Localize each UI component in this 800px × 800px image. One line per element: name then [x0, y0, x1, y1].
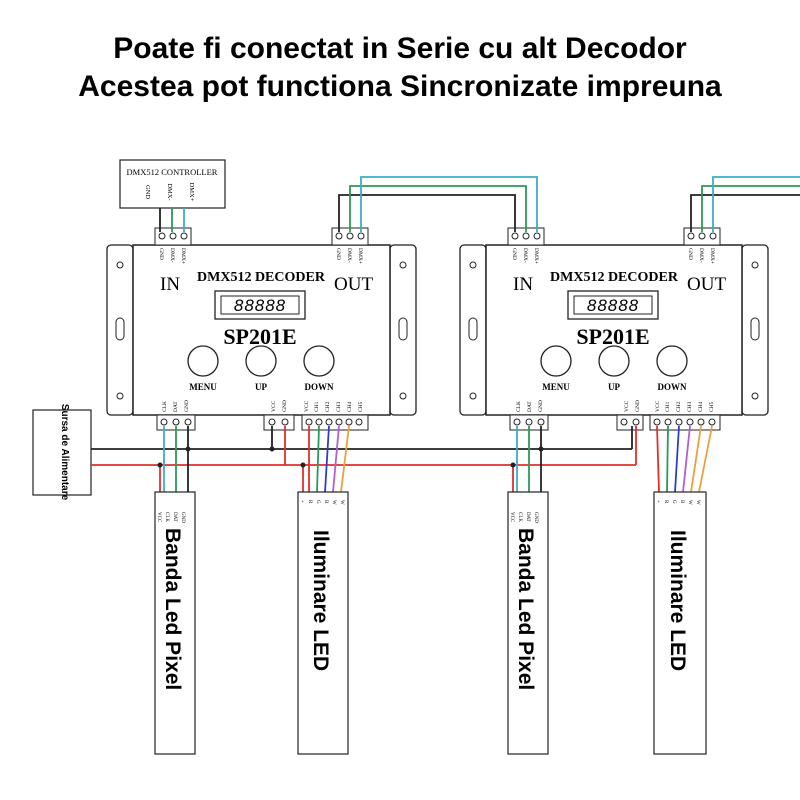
decoder-2-pin-vcc-2: VCC	[655, 400, 661, 412]
decoder-1-in-label: IN	[160, 274, 180, 295]
strip-2-pin-w2: W	[339, 500, 344, 505]
strip-3-pin-vcc: VCC	[509, 512, 514, 523]
strip-4-pin-w1: W	[687, 500, 692, 505]
dmx-controller: DMX512 CONTROLLER GND DMX- DMX+	[119, 159, 226, 209]
decoder-1-pin-dat: DAT	[173, 401, 179, 412]
strip-2-pin-w1: W	[331, 500, 336, 505]
power-supply: Sursa de Alimentare	[32, 404, 92, 501]
strip-4: + R G B W W Iluminare LED	[653, 491, 707, 755]
strip-1-pin-vcc: VCC	[156, 512, 161, 523]
decoder-2-out-pin-dmx-plus: DMX+	[709, 248, 715, 264]
controller-pin-dmx-minus: DMX-	[166, 183, 173, 200]
decoder-2-in-pin-dmx-plus: DMX+	[533, 248, 539, 264]
decoder-2-pin-ch5: CH5	[709, 401, 715, 412]
strip-3-label: Banda Led Pixel	[514, 528, 537, 690]
decoder-1-down-button	[303, 345, 335, 377]
decoder-2-pin-ch1: CH1	[665, 401, 671, 412]
decoder-2-out-label: OUT	[687, 274, 726, 295]
strip-4-pin-r: R	[663, 500, 668, 504]
decoder-1-pin-ch5: CH5	[358, 401, 364, 412]
decoder-1-out-pin-dmx-minus: DMX-	[346, 248, 352, 263]
controller-pin-gnd: GND	[144, 185, 151, 199]
decoder-2-pin-ch4: CH4	[698, 401, 704, 412]
strip-2-pin-r: R	[307, 500, 312, 504]
decoder-1-pin-clk: CLK	[162, 401, 168, 412]
strip-1-pin-clk: CLK	[164, 512, 169, 522]
strip-2: + R G B W W Iluminare LED	[297, 491, 349, 755]
decoder-2-down-label: DOWN	[658, 382, 688, 392]
strip-4-pin-w2: W	[695, 500, 700, 505]
decoder-2-pin-clk: CLK	[516, 401, 522, 412]
strip-3-pin-gnd: GND	[533, 512, 538, 523]
strip-1: VCC CLK DAT GND Banda Led Pixel	[154, 491, 196, 755]
decoder-2-out-pin-gnd: GND	[687, 248, 693, 260]
decoder-2-up-label: UP	[608, 382, 620, 392]
strip-1-pin-gnd: GND	[180, 512, 185, 523]
power-supply-label: Sursa de Alimentare	[59, 404, 70, 501]
decoder-2-in-label: IN	[513, 274, 533, 295]
decoder-1-menu-label: MENU	[189, 382, 217, 392]
strip-4-pin-b: B	[679, 500, 684, 504]
controller-pin-dmx-plus: DMX+	[188, 183, 195, 202]
decoder-1-in-pin-dmx-minus: DMX-	[169, 248, 175, 263]
decoder-2-in-pin-dmx-minus: DMX-	[522, 248, 528, 263]
strip-2-pin-plus: +	[299, 500, 304, 503]
strip-4-label: Iluminare LED	[666, 530, 689, 671]
strip-3-pin-clk: CLK	[517, 512, 522, 522]
decoder-1-display: 88888	[234, 296, 286, 315]
decoder-1-pin-vcc: VCC	[271, 400, 277, 412]
strip-2-pin-b: B	[323, 500, 328, 504]
decoder-2-pin-vcc: VCC	[624, 400, 630, 412]
decoder-2-in-pin-gnd: GND	[511, 248, 517, 260]
decoder-1-out-pin-gnd: GND	[335, 248, 341, 260]
decoder-1-pin-gnd: GND	[184, 400, 190, 412]
strip-2-label: Iluminare LED	[309, 530, 332, 671]
controller-label: DMX512 CONTROLLER	[127, 167, 218, 177]
decoder-1-in-pin-gnd: GND	[158, 248, 164, 260]
decoder-1-down-label: DOWN	[305, 382, 335, 392]
decoder-1-pin-gnd-2: GND	[282, 400, 288, 412]
title-line-1: Poate fi conectat in Serie cu alt Decodo…	[113, 32, 687, 65]
decoder-2-down-button	[656, 345, 688, 377]
diagram-title: Poate fi conectat in Serie cu alt Decodo…	[0, 30, 800, 106]
strip-1-pin-dat: DAT	[172, 512, 177, 522]
decoder-2: GND DMX- DMX+ GND DMX- DMX+ IN OUT DMX51…	[459, 227, 769, 431]
decoder-2-pin-ch3: CH3	[687, 401, 693, 412]
decoder-2-model: SP201E	[576, 324, 649, 349]
decoder-1-pin-ch3: CH3	[336, 401, 342, 412]
decoder-2-pin-dat: DAT	[527, 401, 533, 412]
junctions	[157, 446, 544, 468]
decoder-2-display: 88888	[587, 296, 639, 315]
decoder-1-up-label: UP	[255, 382, 267, 392]
decoder-1-pin-vcc-2: VCC	[304, 400, 310, 412]
strip-3-pin-dat: DAT	[525, 512, 530, 522]
decoder-1-out-label: OUT	[334, 274, 373, 295]
decoder-2-menu-button	[540, 345, 572, 377]
decoder-2-pin-gnd-2: GND	[635, 400, 641, 412]
strip-4-pin-g: G	[671, 500, 676, 504]
decoder-1-in-pin-dmx-plus: DMX+	[180, 248, 186, 264]
decoder-2-brand: DMX512 DECODER	[550, 270, 679, 285]
decoder-1-up-button	[245, 345, 277, 377]
decoder-1-menu-button	[187, 345, 219, 377]
decoder-1-model: SP201E	[223, 324, 296, 349]
decoder-1-out-pin-dmx-plus: DMX+	[357, 248, 363, 264]
strip-1-label: Banda Led Pixel	[161, 528, 184, 690]
strip-4-pin-plus: +	[655, 500, 660, 503]
decoder-2-pin-gnd: GND	[538, 400, 544, 412]
title-line-2: Acestea pot functiona Sincronizate impre…	[78, 70, 722, 103]
wires	[91, 176, 800, 493]
strip-3: VCC CLK DAT GND Banda Led Pixel	[507, 491, 549, 755]
decoder-1: GND DMX- DMX+ GND DMX- DMX+ IN OUT DMX51…	[106, 227, 417, 431]
decoder-2-pin-ch2: CH2	[676, 401, 682, 412]
decoder-2-out-pin-dmx-minus: DMX-	[698, 248, 704, 263]
decoder-1-brand: DMX512 DECODER	[197, 270, 326, 285]
decoder-2-up-button	[598, 345, 630, 377]
decoder-1-pin-ch4: CH4	[347, 401, 353, 412]
decoder-1-pin-ch1: CH1	[314, 401, 320, 412]
strip-2-pin-g: G	[315, 500, 320, 504]
decoder-1-pin-ch2: CH2	[325, 401, 331, 412]
decoder-2-menu-label: MENU	[542, 382, 570, 392]
